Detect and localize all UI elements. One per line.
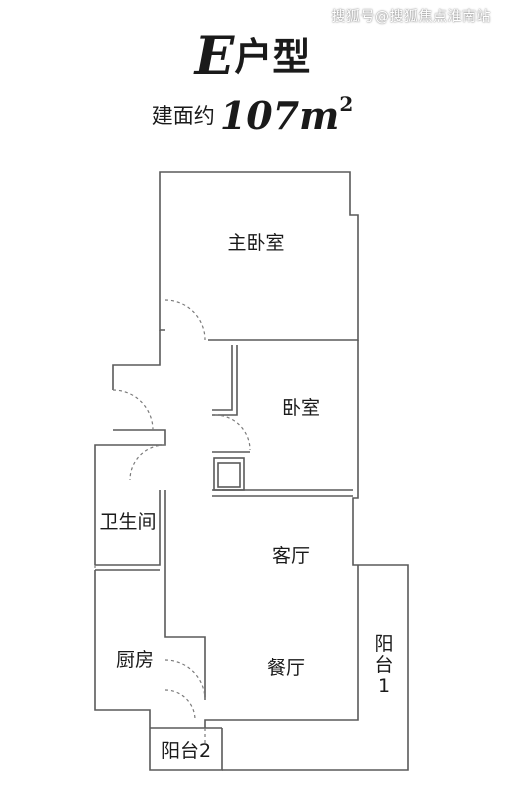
room-label-balcony-2: 阳台2 [161, 740, 211, 762]
area-subtitle: 建面约 107m2 [0, 92, 505, 138]
bedroom-walls [212, 345, 233, 411]
area-unit: m [299, 93, 340, 138]
room-label-master-bedroom: 主卧室 [227, 232, 284, 254]
room-label-bedroom: 卧室 [282, 397, 320, 419]
unit-type-letter: E [194, 26, 235, 87]
area-value: 107 [219, 93, 300, 138]
kitchen-right-wall [164, 605, 206, 700]
balcony-2-door-swing [164, 689, 196, 721]
room-label-balcony-1-a: 阳 [374, 633, 393, 655]
kitchen-door-swing [164, 659, 206, 701]
room-label-living-room: 客厅 [272, 545, 310, 567]
shaft-box-inner [217, 462, 241, 488]
room-label-balcony-1-b: 台 [374, 654, 393, 676]
master-bedroom-walls [159, 171, 359, 341]
master-bedroom-door-swing [164, 299, 206, 341]
area-prefix: 建面约 [151, 104, 215, 128]
balcony-2-walls [149, 728, 223, 771]
room-label-balcony-1-c: 1 [378, 675, 390, 697]
sliding-doors [94, 565, 206, 745]
corridor-left-wall-lower [94, 429, 166, 565]
door-swings [112, 299, 251, 721]
unit-type-label: 户型 [234, 35, 311, 79]
dining-bottom-wall [204, 565, 359, 728]
balcony-1-walls [222, 564, 409, 771]
right-wall [352, 340, 359, 566]
corridor-left-wall [112, 330, 161, 390]
walls [94, 171, 409, 771]
area-unit-superscript: 2 [339, 92, 354, 116]
shaft-box [213, 457, 245, 491]
watermark-text: 搜狐号@搜狐焦点淮南站 [331, 9, 491, 25]
kitchen-walls [94, 570, 151, 728]
room-label-bathroom: 卫生间 [99, 511, 156, 533]
bedroom-door-swing [214, 414, 251, 451]
room-label-kitchen: 厨房 [116, 649, 154, 671]
plan-title: E户型 [0, 26, 505, 87]
room-label-dining-room: 餐厅 [267, 657, 305, 679]
bedroom-walls-inner [212, 345, 238, 416]
bathroom-door-swing [129, 444, 166, 481]
bathroom-walls [95, 490, 161, 566]
entry-door-swing [112, 389, 154, 431]
